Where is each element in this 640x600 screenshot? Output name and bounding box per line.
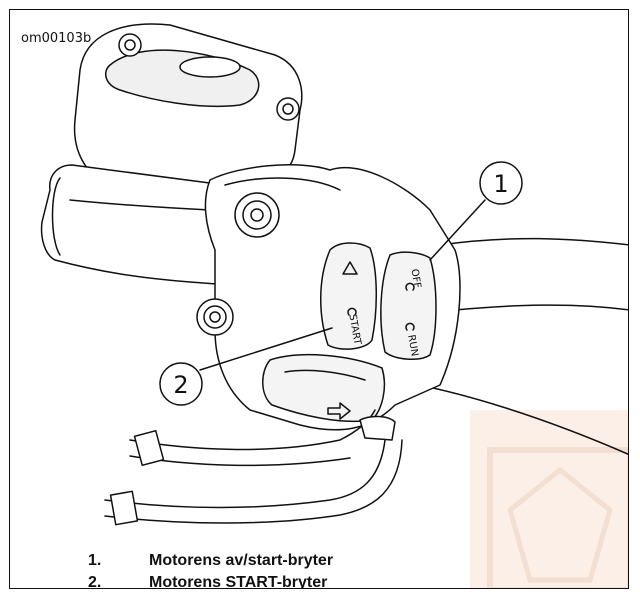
- run-icon: [405, 322, 415, 331]
- wire-lower: [104, 439, 386, 509]
- legend-text: Motorens av/start-bryter: [149, 552, 334, 569]
- figure-id: om00103b: [21, 31, 92, 46]
- wire-clip: [359, 415, 396, 441]
- hazard-icon: [342, 261, 358, 275]
- start-icon: [347, 307, 357, 316]
- legend-number: 2.: [88, 574, 102, 589]
- figure-frame: 1 2 OFF RUN START om00103b 1. Motorens a…: [9, 9, 629, 589]
- callout-1-leader: [429, 199, 486, 261]
- brake-lever: [40, 164, 238, 286]
- legend-text: Motorens START-bryter: [149, 574, 328, 589]
- reservoir-cap-emblem: [179, 56, 241, 78]
- run-label: RUN: [405, 334, 420, 357]
- legend: 1. Motorens av/start-bryter 2. Motorens …: [88, 550, 333, 589]
- right-arrow-icon: [327, 402, 351, 420]
- start-label: START: [346, 313, 362, 346]
- callout-1-number: 1: [493, 170, 508, 198]
- callout-2-number: 2: [173, 371, 188, 399]
- callout-2-leader: [199, 327, 333, 371]
- legend-number: 1.: [88, 552, 102, 569]
- callout-1-circle: [479, 161, 523, 205]
- callout-2-circle: [159, 362, 203, 406]
- engine-stop-switch: [380, 251, 437, 360]
- connector-upper: [133, 429, 165, 467]
- handlebar-tube: [439, 237, 628, 311]
- off-label: OFF: [408, 268, 422, 289]
- handlebar-switch-illustration: 1 2 OFF RUN START: [40, 23, 628, 526]
- connector-lower: [109, 490, 139, 526]
- start-switch: [320, 242, 377, 350]
- legend-item: 2. Motorens START-bryter: [88, 572, 333, 589]
- watermark-logo: [470, 410, 628, 588]
- off-icon: [405, 282, 415, 291]
- legend-item: 1. Motorens av/start-bryter: [88, 550, 333, 572]
